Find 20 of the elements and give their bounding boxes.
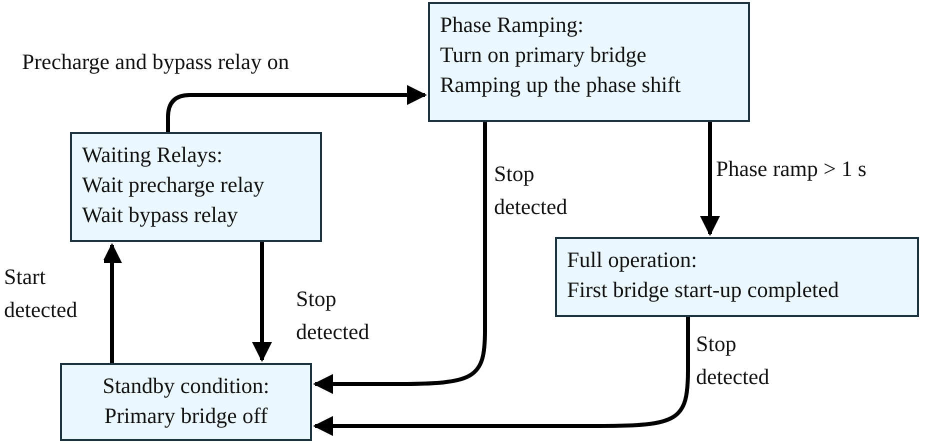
arrow — [700, 122, 720, 236]
arrow — [252, 242, 272, 362]
state-title: Full operation: — [567, 246, 698, 274]
state-box — [60, 363, 312, 441]
state-action: Wait bypass relay — [82, 201, 239, 229]
state-box — [428, 2, 750, 122]
state-action: Primary bridge off — [103, 402, 269, 430]
arrow — [313, 317, 690, 436]
arrow — [166, 85, 427, 132]
state-action: Wait precharge relay — [82, 171, 266, 199]
state-action: First bridge start-up completed — [567, 276, 840, 304]
state-box — [555, 237, 919, 317]
arrow — [313, 122, 487, 394]
state-title: Waiting Relays: — [82, 141, 224, 169]
state-title: Standby condition: — [102, 372, 270, 400]
state-action: Turn on primary bridge — [440, 41, 648, 69]
state-action: Ramping up the phase shift — [440, 71, 682, 99]
state-box — [70, 132, 322, 242]
arrow — [102, 243, 122, 363]
state-title: Phase Ramping: — [440, 11, 585, 39]
